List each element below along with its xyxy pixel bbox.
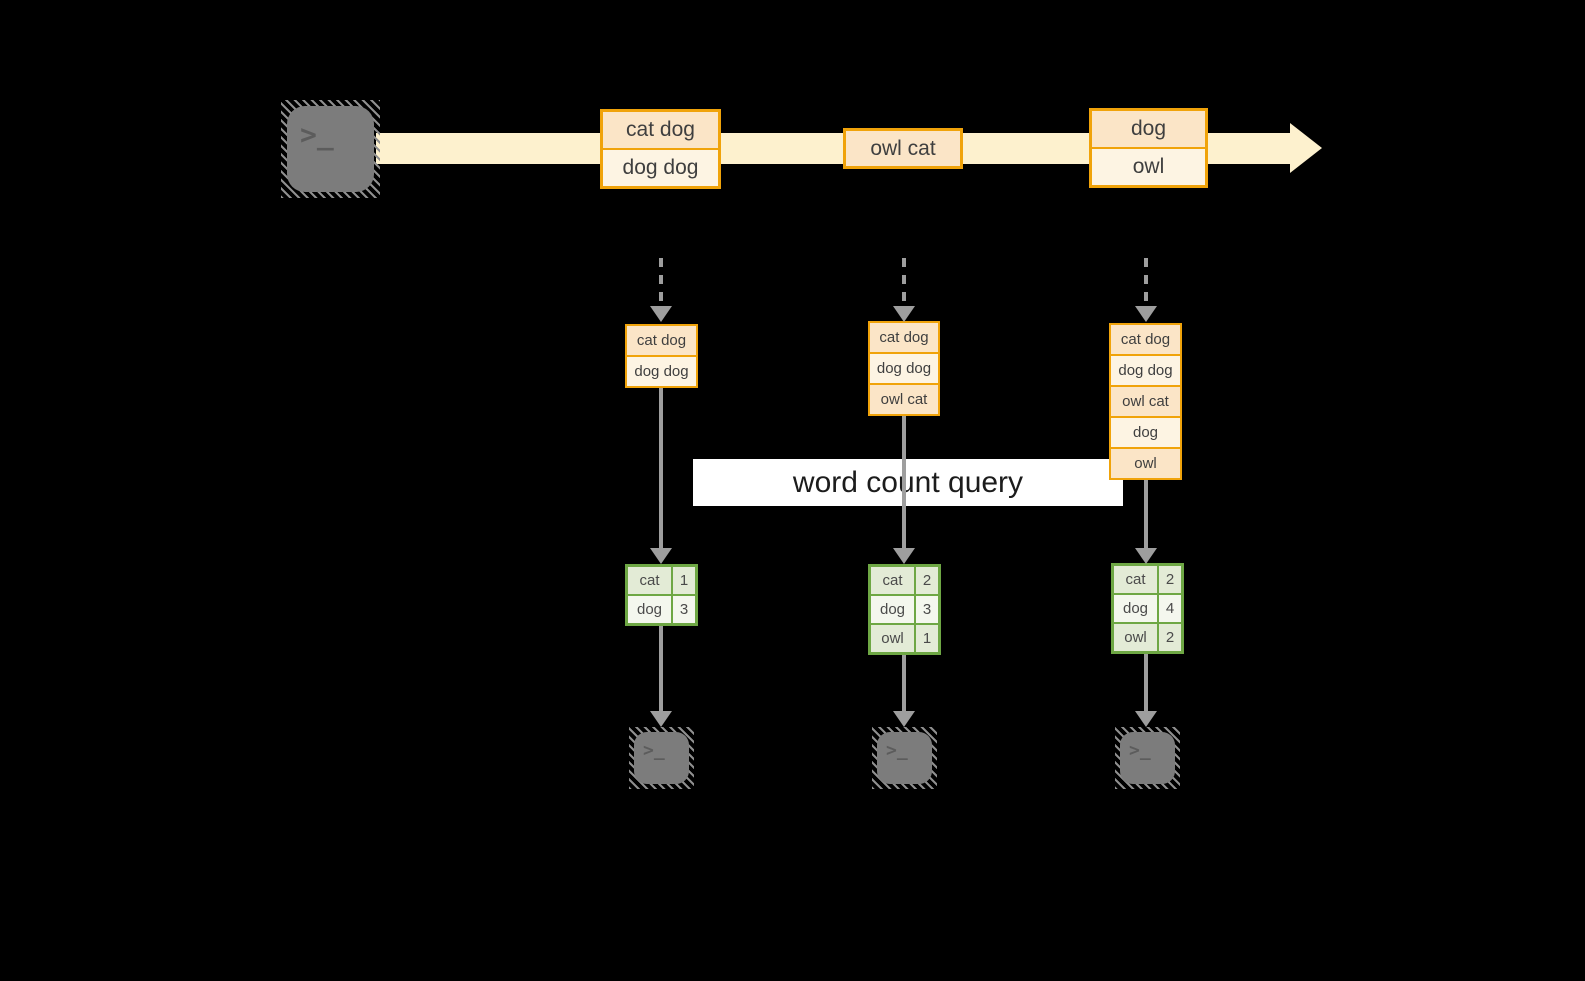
- sink-terminal-icon: >_: [872, 727, 937, 789]
- terminal-screen: >_: [1120, 732, 1175, 784]
- solid-arrow: [902, 655, 906, 711]
- message-line: dog dog: [603, 148, 718, 186]
- dashed-arrow: [659, 258, 663, 306]
- arrowhead-icon: [893, 711, 915, 727]
- buffer-stack: cat dog dog dog: [625, 324, 698, 388]
- word-cell: dog: [871, 596, 914, 623]
- buffer-cell: dog dog: [1111, 354, 1180, 385]
- word-count-table: cat 2 dog 4 owl 2: [1111, 563, 1184, 654]
- word-cell: owl: [871, 625, 914, 652]
- count-cell: 2: [1159, 566, 1181, 593]
- word-count-table: cat 2 dog 3 owl 1: [868, 564, 941, 655]
- terminal-screen: >_: [634, 732, 689, 784]
- count-cell: 4: [1159, 595, 1181, 622]
- buffer-cell: dog: [1111, 416, 1180, 447]
- count-cell: 2: [1159, 624, 1181, 651]
- source-terminal-icon: >_: [281, 100, 380, 198]
- buffer-stack: cat dog dog dog owl cat: [868, 321, 940, 416]
- stream-message-box: dog owl: [1089, 108, 1208, 188]
- dashed-arrow: [1144, 258, 1148, 306]
- count-cell: 2: [916, 567, 938, 594]
- terminal-prompt-glyph: >_: [300, 118, 334, 151]
- terminal-screen: >_: [287, 106, 374, 192]
- message-line: owl: [1092, 147, 1205, 185]
- terminal-prompt-glyph: >_: [886, 740, 908, 761]
- stream-arrowhead-icon: [1290, 123, 1322, 173]
- dashed-arrow: [902, 258, 906, 306]
- word-cell: owl: [1114, 624, 1157, 651]
- count-cell: 1: [916, 625, 938, 652]
- solid-arrow: [659, 626, 663, 711]
- arrowhead-icon: [893, 306, 915, 322]
- word-cell: cat: [1114, 566, 1157, 593]
- arrowhead-icon: [650, 711, 672, 727]
- count-cell: 3: [673, 596, 695, 623]
- terminal-prompt-glyph: >_: [1129, 740, 1151, 761]
- solid-arrow: [1144, 654, 1148, 711]
- message-line: dog: [1092, 111, 1205, 147]
- solid-arrow: [1144, 480, 1148, 548]
- message-line: owl cat: [846, 131, 960, 166]
- buffer-cell: dog dog: [870, 352, 938, 383]
- solid-arrow: [659, 388, 663, 548]
- buffer-cell: owl cat: [1111, 385, 1180, 416]
- stream-message-box: cat dog dog dog: [600, 109, 721, 189]
- word-cell: dog: [1114, 595, 1157, 622]
- count-cell: 1: [673, 567, 695, 594]
- arrowhead-icon: [1135, 306, 1157, 322]
- buffer-cell: cat dog: [627, 326, 696, 355]
- terminal-screen: >_: [877, 732, 932, 784]
- buffer-cell: owl cat: [870, 383, 938, 414]
- arrowhead-icon: [1135, 711, 1157, 727]
- solid-arrow: [902, 416, 906, 548]
- arrowhead-icon: [893, 548, 915, 564]
- word-cell: cat: [628, 567, 671, 594]
- message-line: cat dog: [603, 112, 718, 148]
- query-label-banner: word count query: [693, 459, 1123, 506]
- buffer-cell: cat dog: [1111, 325, 1180, 354]
- stream-message-box: owl cat: [843, 128, 963, 169]
- word-cell: dog: [628, 596, 671, 623]
- arrowhead-icon: [650, 306, 672, 322]
- terminal-prompt-glyph: >_: [643, 740, 665, 761]
- buffer-stack: cat dog dog dog owl cat dog owl: [1109, 323, 1182, 480]
- sink-terminal-icon: >_: [1115, 727, 1180, 789]
- arrowhead-icon: [650, 548, 672, 564]
- word-cell: cat: [871, 567, 914, 594]
- arrowhead-icon: [1135, 548, 1157, 564]
- buffer-cell: owl: [1111, 447, 1180, 478]
- count-cell: 3: [916, 596, 938, 623]
- sink-terminal-icon: >_: [629, 727, 694, 789]
- buffer-cell: cat dog: [870, 323, 938, 352]
- buffer-cell: dog dog: [627, 355, 696, 386]
- word-count-table: cat 1 dog 3: [625, 564, 698, 626]
